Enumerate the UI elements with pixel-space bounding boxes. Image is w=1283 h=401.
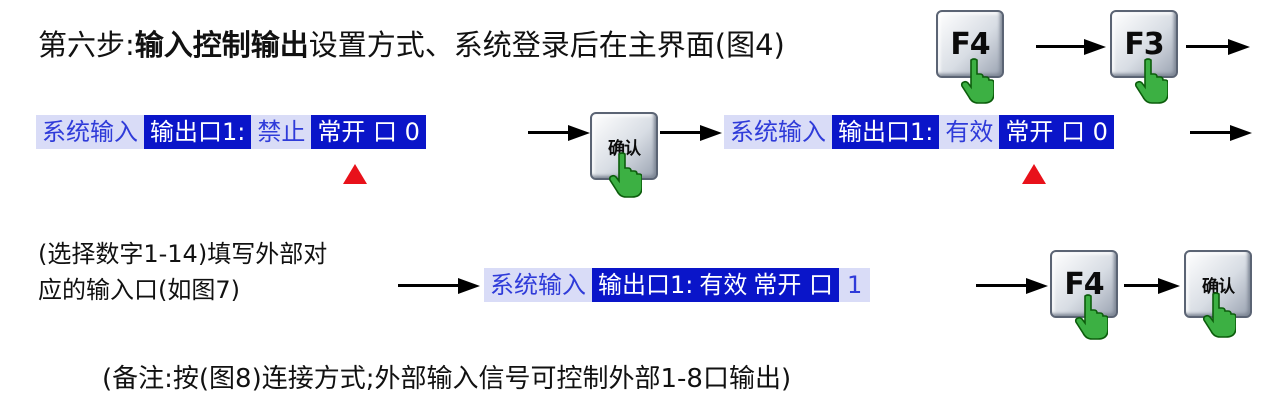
step-heading: 第六步:输入控制输出设置方式、系统登录后在主界面(图4) — [38, 22, 785, 64]
lcd-section: 系统输入 — [724, 115, 832, 149]
f4-key-label: F4 — [950, 26, 990, 62]
lcd-display-2: 系统输入 输出口1: 有效 常开 口 0 — [724, 115, 1114, 149]
arrow-right-icon — [976, 278, 1048, 294]
f4-key[interactable]: F4 — [936, 10, 1004, 78]
lcd-port: 输出口1: — [144, 115, 252, 149]
arrow-right-icon — [1036, 39, 1106, 55]
lcd-section: 系统输入 — [484, 268, 592, 302]
lcd-section: 系统输入 — [36, 115, 144, 149]
lcd-state: 有效 — [939, 115, 1000, 149]
confirm-key-label: 确认 — [608, 138, 641, 159]
remark-note: (备注:按(图8)连接方式;外部输入信号可控制外部1-8口输出) — [102, 364, 792, 394]
selection-marker-icon — [1022, 164, 1046, 184]
lcd-port: 输出口1: — [832, 115, 940, 149]
arrow-right-icon — [1124, 278, 1180, 294]
arrow-right-icon — [1190, 125, 1252, 141]
lcd-mode: 常开 口 — [753, 268, 839, 302]
lcd-mode: 常开 口 0 — [311, 115, 426, 149]
confirm-key[interactable]: 确认 — [1184, 250, 1252, 318]
arrow-right-icon — [528, 125, 590, 141]
lcd-state: 有效 — [699, 268, 754, 302]
lcd-value: 1 — [839, 268, 871, 302]
step-bold: 输入控制输出 — [134, 28, 309, 62]
pointing-hand-icon — [960, 58, 994, 104]
pointing-hand-icon — [1134, 58, 1168, 104]
step-prefix: 第六步: — [38, 28, 135, 62]
instruction-line-1: (选择数字1-14)填写外部对 — [38, 240, 328, 268]
arrow-right-icon — [1186, 39, 1252, 55]
pointing-hand-icon — [1202, 292, 1236, 338]
lcd-mode: 常开 口 0 — [999, 115, 1114, 149]
lcd-port: 输出口1: — [592, 268, 700, 302]
instruction-line-2: 应的输入口(如图7) — [38, 276, 240, 304]
lcd-display-1: 系统输入 输出口1: 禁止 常开 口 0 — [36, 115, 426, 149]
pointing-hand-icon — [608, 152, 642, 198]
f3-key-label: F3 — [1124, 26, 1164, 62]
selection-marker-icon — [343, 164, 367, 184]
lcd-state: 禁止 — [251, 115, 312, 149]
confirm-key-label: 确认 — [1202, 276, 1235, 297]
arrow-right-icon — [660, 125, 722, 141]
f4-key[interactable]: F4 — [1050, 250, 1118, 318]
f3-key[interactable]: F3 — [1110, 10, 1178, 78]
lcd-display-3: 系统输入 输出口1: 有效 常开 口 1 — [484, 268, 871, 302]
arrow-right-icon — [398, 278, 480, 294]
step-suffix: 设置方式、系统登录后在主界面(图4) — [308, 28, 785, 62]
pointing-hand-icon — [1074, 294, 1108, 340]
